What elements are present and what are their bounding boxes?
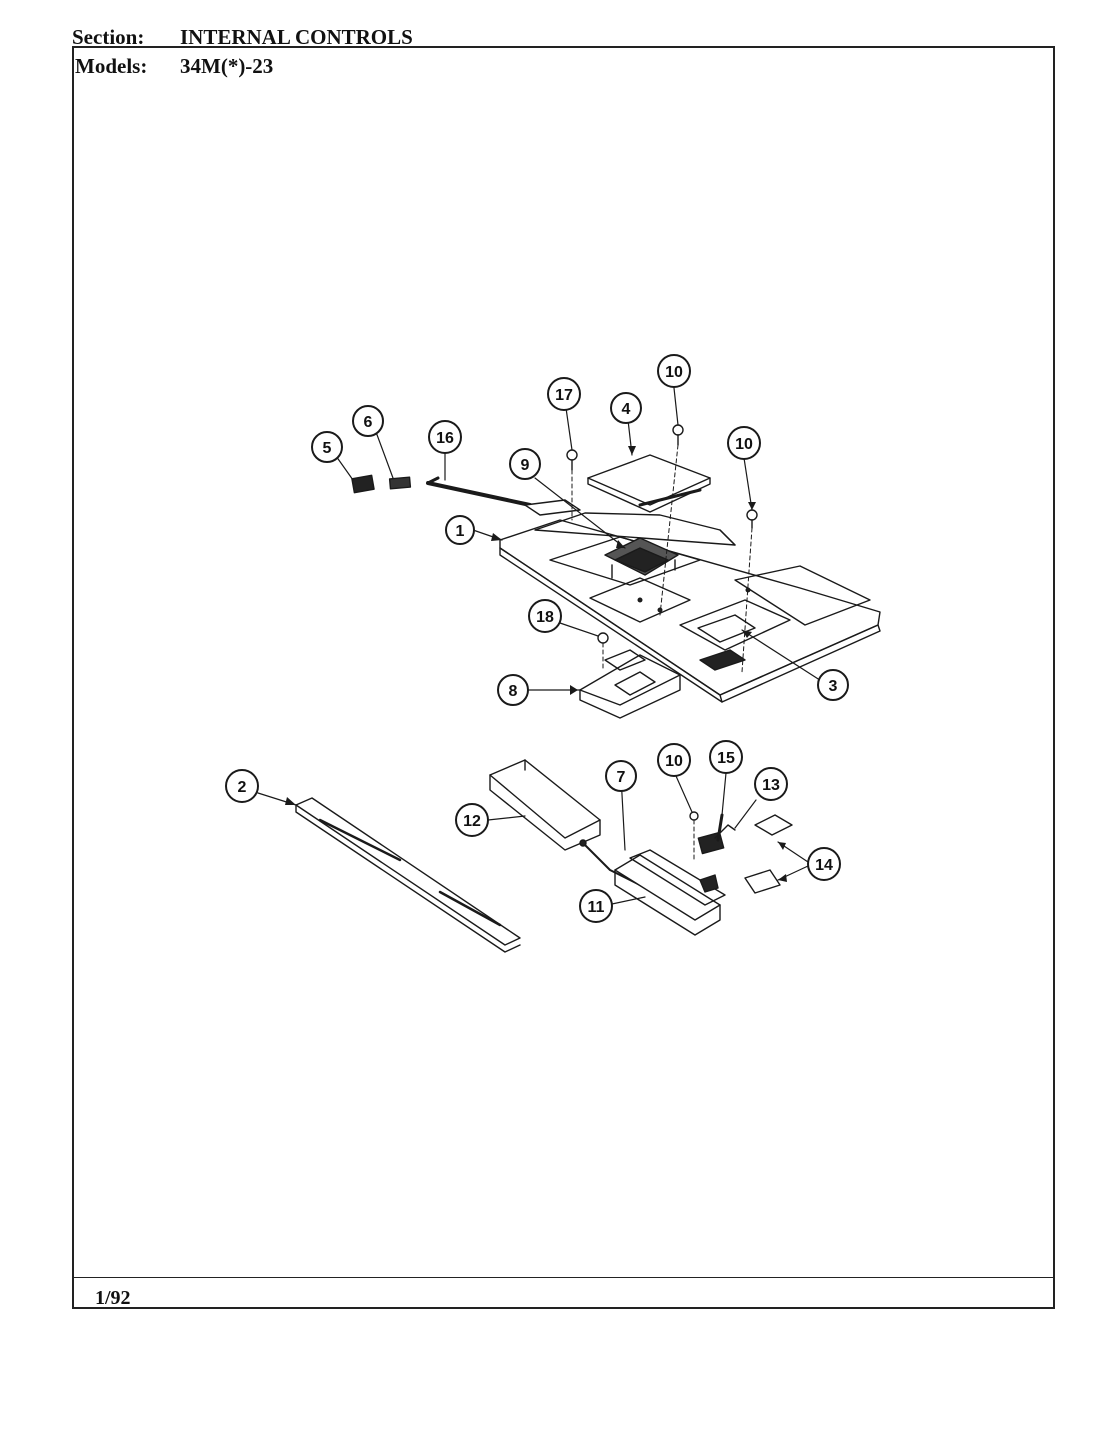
callout-7-label: 7 — [617, 769, 626, 786]
callout-8-label: 8 — [509, 683, 518, 700]
part-lower-bracket — [579, 632, 681, 719]
callouts: 1 2 3 4 5 6 7 8 9 10 10 10 11 12 13 14 1… — [225, 354, 849, 923]
callout-10-c: 10 — [657, 743, 691, 777]
callout-6-label: 6 — [364, 414, 373, 431]
part-screws-top — [566, 424, 758, 673]
callout-11-label: 11 — [588, 899, 605, 916]
callout-3-label: 3 — [829, 678, 838, 695]
page-frame — [72, 46, 1055, 1309]
callout-14: 14 — [807, 847, 841, 881]
callout-15-label: 15 — [717, 750, 735, 767]
callout-4-label: 4 — [622, 401, 631, 418]
callout-16: 16 — [428, 420, 462, 454]
callout-9-label: 9 — [521, 457, 530, 474]
callout-5: 5 — [311, 431, 343, 463]
callout-5-label: 5 — [323, 440, 332, 457]
callout-6: 6 — [352, 405, 384, 437]
part-sensor-wire — [579, 839, 681, 906]
callout-14-label: 14 — [815, 857, 833, 874]
callout-13: 13 — [754, 767, 788, 801]
footer-divider — [72, 1277, 1055, 1278]
callout-12-label: 12 — [463, 813, 481, 830]
part-long-rail — [295, 797, 521, 953]
leader-arrowheads — [285, 446, 787, 882]
callout-10-b-label: 10 — [735, 436, 753, 453]
part-springs — [351, 474, 412, 494]
part-cover-plate — [587, 454, 711, 513]
part-rod — [426, 476, 581, 516]
section-label: Section: — [72, 25, 145, 49]
part-terminal-block — [689, 811, 793, 894]
callout-17-label: 17 — [555, 387, 573, 404]
callout-1-label: 1 — [456, 523, 465, 540]
callout-10-b: 10 — [727, 426, 761, 460]
callout-10-a-label: 10 — [665, 364, 683, 381]
callout-9: 9 — [509, 448, 541, 480]
callout-18: 18 — [528, 599, 562, 633]
callout-2-label: 2 — [238, 779, 247, 796]
callout-13-label: 13 — [762, 777, 780, 794]
callout-10-a: 10 — [657, 354, 691, 388]
callout-1: 1 — [445, 515, 475, 545]
callout-11: 11 — [579, 889, 613, 923]
models-label: Models: — [75, 54, 148, 78]
callout-16-label: 16 — [436, 430, 454, 447]
callout-4: 4 — [610, 392, 642, 424]
callout-8: 8 — [497, 674, 529, 706]
part-base-channel — [614, 849, 726, 936]
callout-2: 2 — [225, 769, 259, 803]
callout-17: 17 — [547, 377, 581, 411]
callout-10-c-label: 10 — [665, 753, 683, 770]
callout-15: 15 — [709, 740, 743, 774]
section-title: INTERNAL CONTROLS — [180, 25, 413, 49]
footer-date: 1/92 — [95, 1287, 131, 1309]
callout-12: 12 — [455, 803, 489, 837]
part-control-panel — [499, 512, 881, 703]
callout-18-label: 18 — [536, 609, 554, 626]
models-value: 34M(*)-23 — [180, 54, 274, 78]
part-channel — [489, 759, 601, 851]
callout-7: 7 — [605, 760, 637, 792]
callout-3: 3 — [817, 669, 849, 701]
